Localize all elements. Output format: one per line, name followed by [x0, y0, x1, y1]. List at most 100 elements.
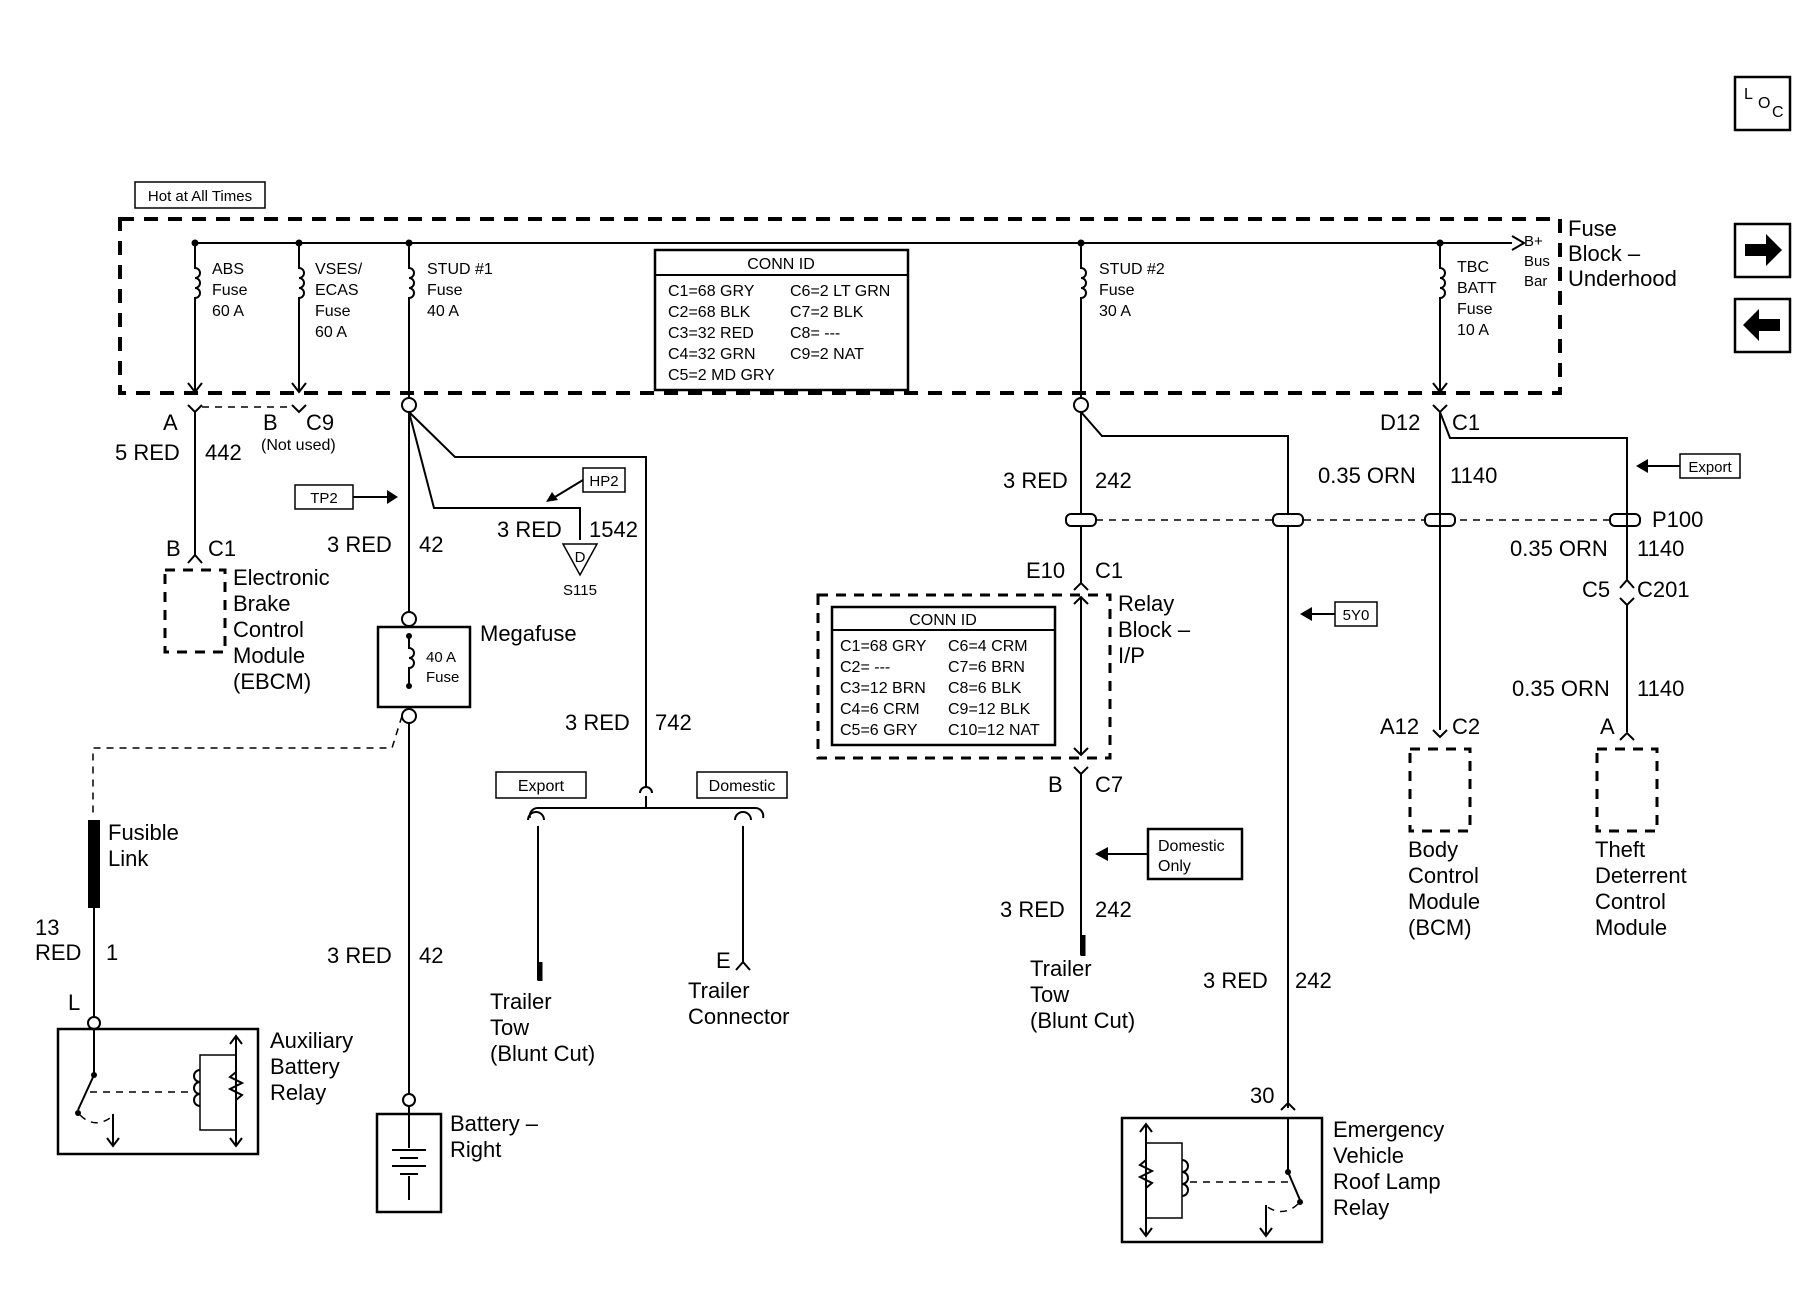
- svg-text:Block –: Block –: [1568, 241, 1641, 266]
- stud2-circuit: 3 RED 242 E10 C1: [1003, 397, 1289, 1108]
- svg-text:0.35 ORN: 0.35 ORN: [1510, 536, 1608, 561]
- svg-text:Deterrent: Deterrent: [1595, 863, 1687, 888]
- svg-text:Tow: Tow: [1030, 982, 1069, 1007]
- vses-ecas-fuse: VSES/ ECAS Fuse 60 A: [291, 239, 363, 394]
- svg-text:C3=32 RED: C3=32 RED: [668, 325, 754, 342]
- loc-button[interactable]: L O C: [1733, 75, 1792, 132]
- svg-text:CONN ID: CONN ID: [909, 612, 977, 629]
- svg-text:5 RED: 5 RED: [115, 440, 180, 465]
- svg-text:3 RED: 3 RED: [565, 710, 630, 735]
- stud1-circuit: 3 RED 42 3 RED 1542: [327, 397, 647, 787]
- svg-text:TP2: TP2: [310, 490, 338, 507]
- abs-circuit: A B C9 (Not used) 5 RED 442 B C1: [115, 404, 336, 564]
- svg-text:Fuse: Fuse: [427, 282, 463, 299]
- fuse-block-underhood-label: Fuse Block – Underhood: [1568, 216, 1677, 291]
- svg-text:I/P: I/P: [1118, 643, 1145, 668]
- svg-text:60 A: 60 A: [212, 303, 244, 320]
- circuit-742: 3 RED 742: [527, 710, 765, 981]
- svg-text:3 RED: 3 RED: [1003, 468, 1068, 493]
- svg-text:Fuse: Fuse: [1568, 216, 1617, 241]
- svg-text:442: 442: [205, 440, 242, 465]
- svg-text:L: L: [68, 990, 80, 1015]
- svg-text:C2= ---: C2= ---: [840, 659, 890, 676]
- svg-text:Electronic: Electronic: [233, 565, 330, 590]
- svg-text:1140: 1140: [1450, 463, 1497, 488]
- svg-text:C4=6 CRM: C4=6 CRM: [840, 701, 920, 718]
- svg-text:STUD #2: STUD #2: [1099, 261, 1165, 278]
- svg-text:Export: Export: [1688, 459, 1732, 476]
- svg-text:Trailer: Trailer: [1030, 956, 1092, 981]
- emergency-vehicle-roof-lamp-relay: Emergency Vehicle Roof Lamp Relay: [1120, 1116, 1444, 1244]
- svg-text:Relay: Relay: [270, 1080, 326, 1105]
- hp2-label: HP2: [546, 467, 626, 502]
- svg-text:C6=4 CRM: C6=4 CRM: [948, 638, 1028, 655]
- svg-text:3 RED: 3 RED: [327, 943, 392, 968]
- p100-inline-connector: P100: [1065, 507, 1703, 532]
- svg-text:C5: C5: [1582, 577, 1610, 602]
- svg-text:Right: Right: [450, 1137, 501, 1162]
- svg-text:B+: B+: [1524, 233, 1543, 250]
- ebcm-module: Electronic Brake Control Module (EBCM): [163, 565, 330, 694]
- svg-text:3 RED: 3 RED: [497, 517, 562, 542]
- theft-deterrent-control-module: A Theft Deterrent Control Module: [1595, 714, 1687, 940]
- svg-text:0.35 ORN: 0.35 ORN: [1318, 463, 1416, 488]
- svg-text:3 RED: 3 RED: [1000, 897, 1065, 922]
- svg-text:C3=12 BRN: C3=12 BRN: [840, 680, 926, 697]
- svg-text:D: D: [575, 549, 586, 566]
- conn-id-table-fuse-block: CONN ID C1=68 GRY C2=68 BLK C3=32 RED C4…: [653, 248, 910, 392]
- next-page-button[interactable]: [1733, 222, 1792, 279]
- svg-text:242: 242: [1295, 968, 1332, 993]
- svg-text:Auxiliary: Auxiliary: [270, 1028, 353, 1053]
- abs-fuse: ABS Fuse 60 A: [187, 239, 248, 394]
- svg-text:C7: C7: [1095, 772, 1123, 797]
- svg-text:742: 742: [655, 710, 692, 735]
- svg-text:C: C: [1772, 104, 1784, 121]
- svg-text:Control: Control: [1595, 889, 1666, 914]
- svg-text:Battery –: Battery –: [450, 1111, 539, 1136]
- svg-text:Domestic: Domestic: [709, 778, 776, 795]
- svg-text:Roof Lamp: Roof Lamp: [1333, 1169, 1441, 1194]
- svg-text:Connector: Connector: [688, 1004, 790, 1029]
- svg-text:E10: E10: [1026, 558, 1065, 583]
- relay-block-ip: Relay Block – I/P: [816, 581, 1191, 760]
- svg-text:C5=2 MD GRY: C5=2 MD GRY: [668, 367, 775, 384]
- svg-text:C9: C9: [306, 410, 334, 435]
- svg-text:P100: P100: [1652, 507, 1703, 532]
- svg-text:C7=6 BRN: C7=6 BRN: [948, 659, 1025, 676]
- svg-text:O: O: [1758, 95, 1770, 112]
- megafuse: 40 A Fuse Megafuse: [376, 611, 577, 724]
- svg-text:0.35 ORN: 0.35 ORN: [1512, 676, 1610, 701]
- svg-text:Underhood: Underhood: [1568, 266, 1677, 291]
- svg-text:30 A: 30 A: [1099, 303, 1131, 320]
- svg-text:C10=12 NAT: C10=12 NAT: [948, 722, 1040, 739]
- arrow-left-icon: [1743, 309, 1780, 341]
- svg-text:Module: Module: [1408, 889, 1480, 914]
- trailer-connector: E Trailer Connector: [688, 948, 790, 1029]
- svg-text:C1=68 GRY: C1=68 GRY: [840, 638, 927, 655]
- svg-text:Block –: Block –: [1118, 617, 1191, 642]
- stud2-fuse: STUD #2 Fuse 30 A: [1077, 239, 1165, 397]
- svg-text:ABS: ABS: [212, 261, 244, 278]
- svg-text:L: L: [1744, 86, 1753, 103]
- previous-page-button[interactable]: [1733, 297, 1792, 354]
- export-label-2: Export: [1636, 453, 1741, 479]
- circuit-242-c7: B C7 3 RED 242: [1000, 766, 1132, 956]
- hot-at-all-times-label: Hot at All Times: [134, 181, 266, 209]
- bcm-module: A12 C2 Body Control Module (BCM): [1380, 714, 1480, 940]
- svg-text:C2=68 BLK: C2=68 BLK: [668, 304, 751, 321]
- svg-text:Trailer: Trailer: [688, 978, 750, 1003]
- svg-text:HP2: HP2: [589, 473, 618, 490]
- svg-text:242: 242: [1095, 897, 1132, 922]
- svg-text:Megafuse: Megafuse: [480, 621, 577, 646]
- battery-right: Battery – Right: [375, 1106, 539, 1214]
- bus-bar-label: B+ Bus Bar: [1524, 233, 1550, 290]
- svg-text:Brake: Brake: [233, 591, 290, 616]
- svg-text:(BCM): (BCM): [1408, 915, 1472, 940]
- stud1-fuse: STUD #1 Fuse 40 A: [405, 239, 493, 397]
- svg-text:C8=6 BLK: C8=6 BLK: [948, 680, 1022, 697]
- svg-text:Fuse: Fuse: [315, 303, 351, 320]
- svg-text:60 A: 60 A: [315, 324, 347, 341]
- tp2-label: TP2: [294, 484, 398, 510]
- 5y0-label: 5Y0: [1300, 601, 1378, 627]
